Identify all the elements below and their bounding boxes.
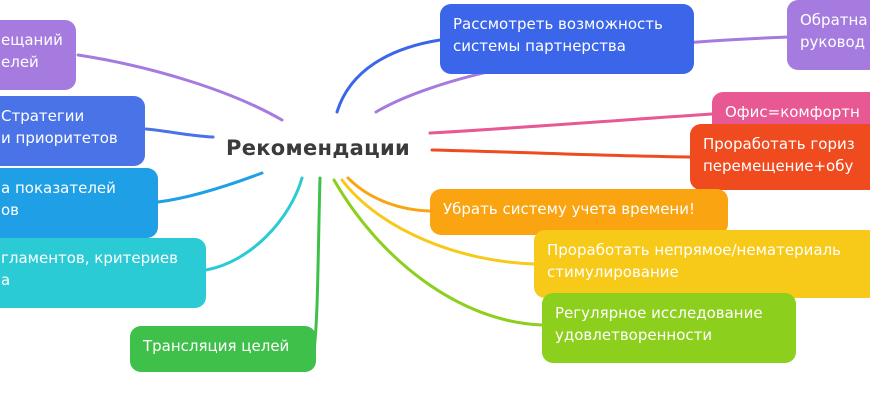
node-right2-line2: руковод [800,33,866,51]
central-topic[interactable]: Рекомендации [226,136,410,160]
node-right1[interactable]: Рассмотреть возможность системы партнерс… [440,4,694,74]
node-left4-line1: гламентов, критериев [1,249,178,267]
node-left5-line1: Трансляция целей [143,337,290,355]
connector-right5 [346,176,432,213]
connector-left2 [144,127,215,139]
connector-right6 [340,178,537,266]
node-left5[interactable]: Трансляция целей [130,326,316,372]
connector-right1 [335,38,442,114]
node-right5[interactable]: Убрать систему учета времени! [430,189,728,235]
node-right7-line1: Регулярное исследование [555,304,763,322]
node-left4-line2: а [1,271,11,289]
node-right1-line1: Рассмотреть возможность [453,15,663,33]
connector-right4 [430,148,692,159]
node-left3-line1: а показателей [1,179,116,197]
node-right4-line1: Проработать гориз [703,135,855,153]
node-right5-line1: Убрать систему учета времени! [443,200,695,218]
node-right7-line2: удовлетворенности [555,326,713,344]
node-left1-line2: елей [1,53,39,71]
node-right7[interactable]: Регулярное исследование удовлетворенност… [542,293,796,363]
node-left1-line1: ещаний [1,31,63,49]
connector-right7 [332,178,544,327]
node-left3-line2: ов [1,201,20,219]
node-left4[interactable]: гламентов, критериев а [0,238,206,308]
connector-left4 [204,176,304,272]
connector-left3 [156,171,264,204]
node-right1-line2: системы партнерства [453,37,626,55]
node-right6[interactable]: Проработать непрямое/нематериаль стимули… [534,230,870,298]
node-right4[interactable]: Проработать гориз перемещение+обу [690,124,870,190]
node-left2-line2: и приоритетов [1,129,118,147]
node-right4-line2: перемещение+обу [703,157,854,175]
node-right2[interactable]: Обратна руковод [787,0,870,70]
node-left3[interactable]: а показателей ов [0,168,158,238]
node-right2-line1: Обратна [800,11,868,29]
node-right3-line1: Офис=комфортн [725,103,860,121]
node-right6-line2: стимулирование [547,263,679,281]
connector-left5 [312,176,322,352]
node-left1[interactable]: ещаний елей [0,20,76,90]
node-left2[interactable]: Стратегии и приоритетов [0,96,145,166]
connector-left1 [76,53,284,122]
node-right6-line1: Проработать непрямое/нематериаль [547,241,841,259]
connector-right3 [428,112,714,135]
node-left2-line1: Стратегии [1,107,85,125]
